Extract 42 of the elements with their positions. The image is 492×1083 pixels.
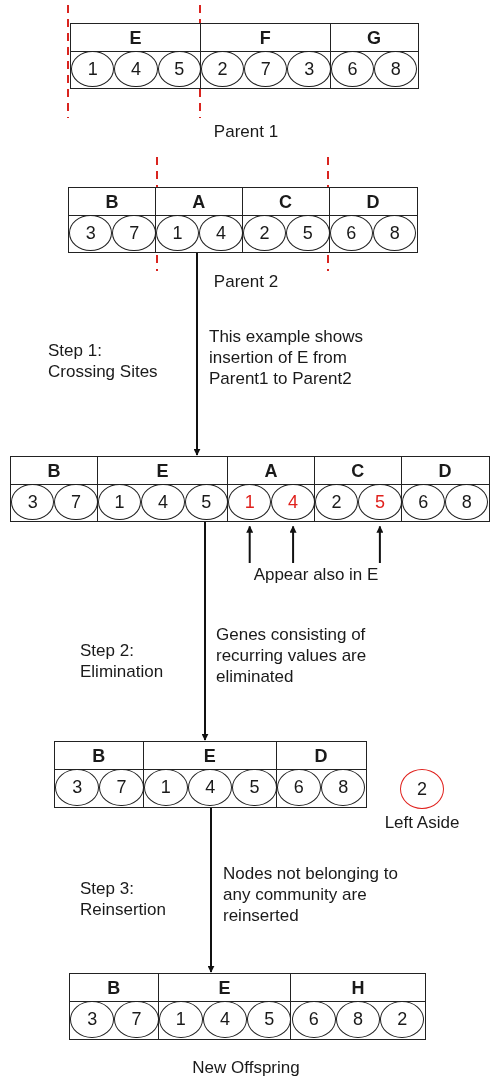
group-label: E: [202, 745, 217, 768]
group-label: C: [350, 460, 366, 483]
step-description: Genes consisting of recurring values are eliminated: [216, 624, 368, 687]
annotation-text: Appear also in E: [236, 564, 396, 585]
node-label: New Offspring: [192, 1058, 300, 1078]
gene-group: [55, 742, 144, 807]
group-label: D: [313, 745, 329, 768]
node-label: Parent 2: [213, 272, 279, 292]
gene-group: [158, 974, 292, 1039]
group-label: D: [365, 191, 381, 214]
group-label: C: [278, 191, 294, 214]
group-label: E: [217, 977, 232, 1000]
chromosome-bar: [68, 187, 418, 253]
step-arrow: [193, 252, 201, 456]
gene-circle: 7: [114, 1001, 159, 1039]
chromosome-bar: [54, 741, 367, 808]
step-arrow: [207, 807, 215, 973]
step-arrow: [201, 521, 209, 741]
group-label: B: [104, 191, 120, 214]
group-label: F: [258, 27, 272, 50]
group-label: E: [155, 460, 170, 483]
group-label: H: [350, 977, 366, 1000]
chromosome-bar: [69, 973, 426, 1040]
group-label: D: [437, 460, 453, 483]
node-label: Left Aside: [384, 813, 460, 833]
group-label: B: [91, 745, 107, 768]
group-label: B: [106, 977, 122, 1000]
step-description: This example shows insertion of E from Parent1 to Parent2: [209, 326, 364, 389]
chromosome-bar: [70, 23, 419, 89]
group-label: E: [128, 27, 143, 50]
gene-group: [143, 742, 277, 807]
group-label: A: [191, 191, 207, 214]
chromosome-bar: [10, 456, 490, 522]
pointer-arrow: [376, 525, 384, 564]
pointer-arrow: [246, 525, 254, 564]
step-description: Nodes not belonging to any community are reinserted: [223, 863, 399, 926]
group-label: A: [263, 460, 279, 483]
gene-group: [70, 974, 159, 1039]
group-label: B: [46, 460, 62, 483]
group-label: G: [366, 27, 383, 50]
node-label: Parent 1: [213, 122, 279, 142]
pointer-arrow: [289, 525, 297, 564]
